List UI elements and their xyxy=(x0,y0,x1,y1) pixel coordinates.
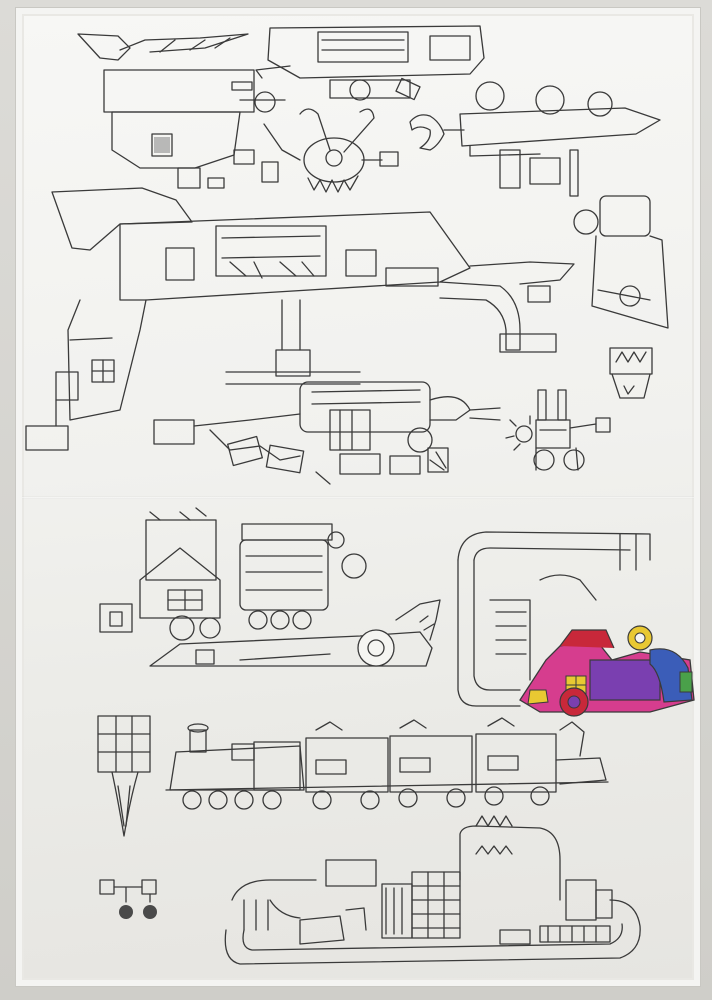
large-airship xyxy=(25,187,575,451)
middle-armored-vehicle xyxy=(153,381,501,485)
steam-train xyxy=(165,717,609,810)
bunny-robot xyxy=(233,108,399,193)
top-left-machine xyxy=(77,33,286,189)
race-car xyxy=(149,599,441,667)
pipe-track-right xyxy=(457,531,651,707)
drawing-paper xyxy=(22,14,694,980)
small-lamps xyxy=(99,879,157,919)
bottom-racetrack-factory xyxy=(224,815,641,965)
right-pod-robots xyxy=(573,195,669,399)
signal-tower xyxy=(97,715,151,837)
spiky-claw-robot xyxy=(505,389,611,471)
paper-fold-crease xyxy=(22,496,694,499)
colored-truck xyxy=(519,625,695,717)
top-right-blimp xyxy=(409,81,661,197)
tank-train-left xyxy=(99,507,367,641)
top-center-vehicle xyxy=(255,25,485,101)
